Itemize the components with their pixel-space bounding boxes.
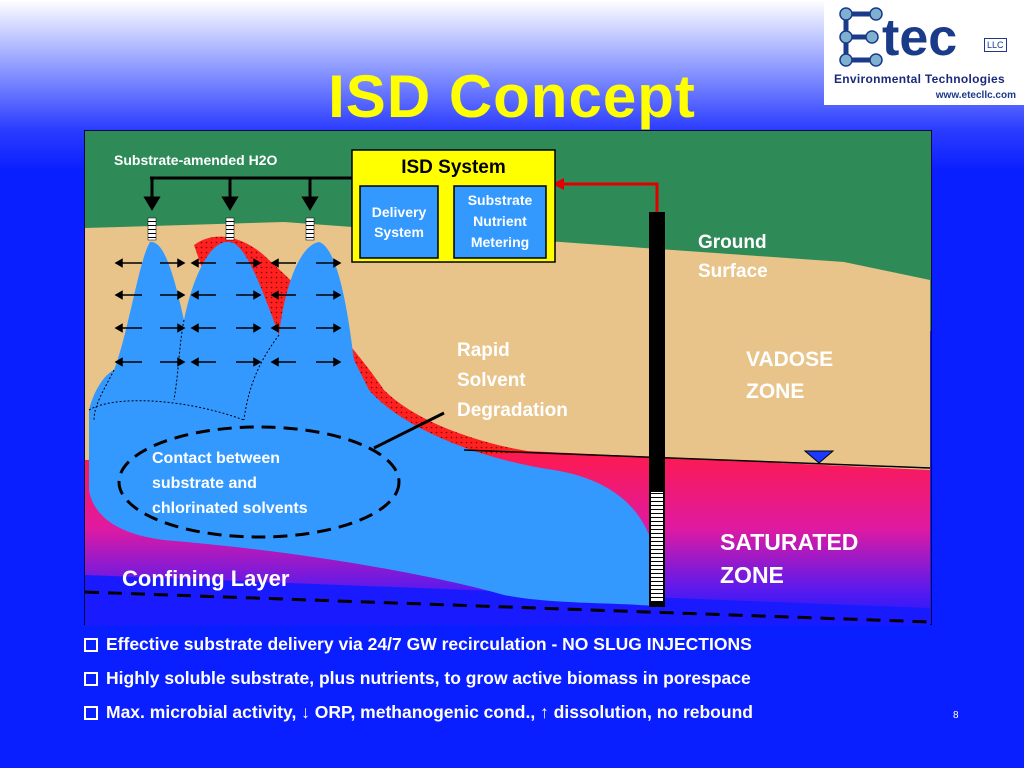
flow-arrowhead-3 [190, 258, 199, 268]
flow-arrowhead-16 [253, 323, 262, 333]
substrate-plume [89, 241, 664, 607]
bullet-item-3: Max. microbial activity, ↓ ORP, methanog… [84, 702, 984, 723]
ground-surface-line-1: Ground [698, 232, 767, 253]
logo-e-icon [839, 7, 883, 67]
plume-contour-base [88, 400, 245, 421]
vadose-zone-line-1: VADOSE [746, 348, 834, 371]
bullet-item-1: Effective substrate delivery via 24/7 GW… [84, 634, 984, 655]
flow-arrowhead-22 [253, 357, 262, 367]
flow-arrowhead-17 [270, 323, 279, 333]
flow-arrowhead-6 [333, 258, 342, 268]
metering-label: Substrate Nutrient Metering [454, 190, 546, 253]
flow-arrowhead-11 [270, 290, 279, 300]
confining-layer-line [84, 590, 931, 624]
flow-arrows [114, 258, 342, 367]
flow-arrowhead-18 [333, 323, 342, 333]
metering-label-line-3: Metering [470, 234, 530, 250]
contact-zone-ellipse [117, 425, 401, 539]
ground-surface-line-2: Surface [698, 261, 768, 282]
rapid-degradation-line-1: Rapid [457, 340, 510, 361]
plume-contour-left [93, 369, 115, 421]
flow-arrowhead-8 [177, 290, 186, 300]
saturated-zone-line-2: ZONE [720, 562, 784, 588]
isd-diagram: Substrate-amended H2O ISD System Deliver… [84, 130, 932, 625]
logo-llc: LLC [984, 38, 1007, 52]
logo-brand: tec [882, 9, 958, 67]
bullet-box-icon [84, 705, 98, 720]
recovery-well-screen [651, 492, 663, 602]
recirculation-pipe [564, 182, 659, 212]
metering-label-line-2: Nutrient [473, 213, 527, 229]
flow-arrowhead-7 [114, 290, 123, 300]
rapid-degradation-line-2: Solvent [457, 370, 526, 391]
water-table-marker [803, 450, 835, 464]
vadose-zone-line-2: ZONE [746, 380, 805, 403]
contact-label-line-2: substrate and [152, 475, 257, 492]
rapid-degradation-label: Rapid Solvent Degradation [457, 336, 568, 426]
bullet-list: Effective substrate delivery via 24/7 GW… [84, 634, 984, 736]
delivery-system-box [359, 185, 439, 259]
bullet-text-1: Effective substrate delivery via 24/7 GW… [106, 634, 752, 654]
isd-system-title: ISD System [401, 157, 506, 178]
company-logo: tec LLC Environmental Technologies www.e… [824, 0, 1024, 105]
bullet-box-icon [84, 637, 98, 652]
injection-well-screen-3 [305, 217, 315, 241]
flow-arrowhead-4 [253, 258, 262, 268]
flow-arrowhead-1 [114, 258, 123, 268]
ground-surface-label: Ground Surface [698, 228, 768, 286]
flow-arrowhead-19 [114, 357, 123, 367]
plume-contour-mid [173, 319, 185, 401]
injection-well-screen-1 [147, 217, 157, 241]
saturated-zone-label: SATURATED ZONE [720, 526, 858, 592]
metering-label-line-1: Substrate [467, 192, 533, 208]
substrate-header-pipe [143, 176, 362, 211]
contact-label-line-1: Contact between [152, 450, 281, 467]
vadose-zone-label: VADOSE ZONE [746, 344, 833, 408]
flow-arrowhead-9 [190, 290, 199, 300]
metering-box [453, 185, 547, 259]
flow-arrowhead-20 [177, 357, 186, 367]
bullet-text-2: Highly soluble substrate, plus nutrients… [106, 668, 751, 688]
delivery-label: Delivery System [360, 202, 438, 242]
saturated-zone-line-1: SATURATED [720, 529, 859, 555]
rapid-degradation-line-3: Degradation [457, 400, 568, 421]
page-number: 8 [953, 710, 959, 721]
flow-arrowhead-14 [177, 323, 186, 333]
confining-layer-label: Confining Layer [122, 566, 290, 591]
flow-arrowhead-13 [114, 323, 123, 333]
confining-layer-band [85, 575, 930, 625]
delivery-label-line-2: System [374, 224, 424, 240]
bullet-item-2: Highly soluble substrate, plus nutrients… [84, 668, 984, 689]
flow-arrowhead-24 [333, 357, 342, 367]
substrate-label: Substrate-amended H2O [114, 152, 278, 168]
degradation-leader-line [373, 411, 445, 450]
flow-arrowhead-15 [190, 323, 199, 333]
flow-arrowhead-23 [270, 357, 279, 367]
flow-arrowhead-21 [190, 357, 199, 367]
bullet-box-icon [84, 671, 98, 686]
flow-arrowhead-5 [270, 258, 279, 268]
page-title: ISD Concept [328, 63, 696, 130]
flow-arrowhead-2 [177, 258, 186, 268]
logo-url: www.etecllc.com [935, 90, 1016, 101]
recirculation-arrow [552, 178, 564, 190]
flow-arrowhead-12 [333, 290, 342, 300]
plume-contour-right [243, 334, 280, 421]
injection-well-screen-2 [225, 217, 235, 241]
bullet-text-3: Max. microbial activity, ↓ ORP, methanog… [106, 702, 753, 722]
logo-subtitle: Environmental Technologies [834, 72, 1005, 86]
delivery-label-line-1: Delivery [371, 204, 427, 220]
flow-arrowhead-10 [253, 290, 262, 300]
water-table-line [463, 449, 931, 469]
contact-label: Contact between substrate and chlorinate… [152, 446, 308, 521]
contact-label-line-3: chlorinated solvents [152, 500, 308, 517]
